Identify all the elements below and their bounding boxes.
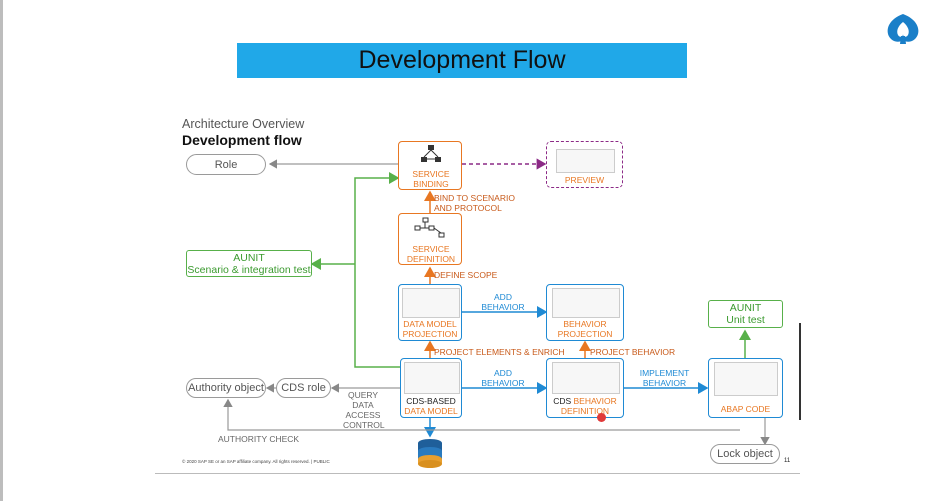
page-title: Development Flow (358, 46, 566, 74)
authority-object-label: Authority object (188, 382, 264, 394)
brand-logo-icon (887, 14, 919, 44)
authority-check-label: AUTHORITY CHECK (218, 434, 300, 444)
aunit-scenario-title: AUNIT (233, 251, 265, 264)
abap-code-label: ABAP CODE (720, 404, 771, 414)
code-thumbnail (404, 362, 460, 394)
authority-object-node: Authority object (186, 378, 266, 398)
edge-authority-check (223, 398, 740, 431)
aunit-unit-subtitle: Unit test (726, 314, 765, 326)
development-flow-heading: Development flow (182, 132, 302, 148)
edge-green-backbone (354, 172, 400, 368)
vertical-divider (799, 323, 801, 420)
window-left-edge (0, 0, 3, 501)
footer-divider (155, 473, 800, 474)
page-number: 11 (784, 458, 791, 464)
code-thumbnail (552, 362, 620, 394)
preview-node: PREVIEW (546, 141, 623, 188)
cursor-indicator (597, 413, 606, 422)
code-thumbnail (552, 288, 620, 318)
tree-icon (414, 217, 445, 238)
project-elements-label: PROJECT ELEMENTS & ENRICH (434, 347, 565, 357)
aunit-scenario-subtitle: Scenario & integration test (187, 263, 311, 276)
preview-screenshot (556, 149, 615, 173)
role-label: Role (214, 158, 238, 171)
network-icon (421, 145, 441, 162)
cds-role-label: CDS role (281, 382, 326, 394)
cds-role-node: CDS role (276, 378, 331, 398)
lock-object-label: Lock object (717, 448, 773, 460)
preview-label: PREVIEW (564, 175, 605, 185)
page-title-banner: Development Flow (237, 43, 687, 78)
code-thumbnail (402, 288, 460, 318)
copyright-footer: © 2020 SAP SE or an SAP affiliate compan… (182, 459, 330, 464)
aunit-unit-title: AUNIT (729, 302, 762, 314)
define-scope-label: DEFINE SCOPE (434, 270, 498, 280)
project-behavior-label: PROJECT BEHAVIOR (590, 347, 676, 357)
database-icon (418, 439, 442, 468)
architecture-overview-label: Architecture Overview (182, 117, 305, 131)
role-node: Role (186, 154, 266, 175)
code-thumbnail (714, 362, 778, 396)
lock-object-node: Lock object (710, 444, 780, 464)
abap-code-node: ABAP CODE (708, 358, 783, 418)
